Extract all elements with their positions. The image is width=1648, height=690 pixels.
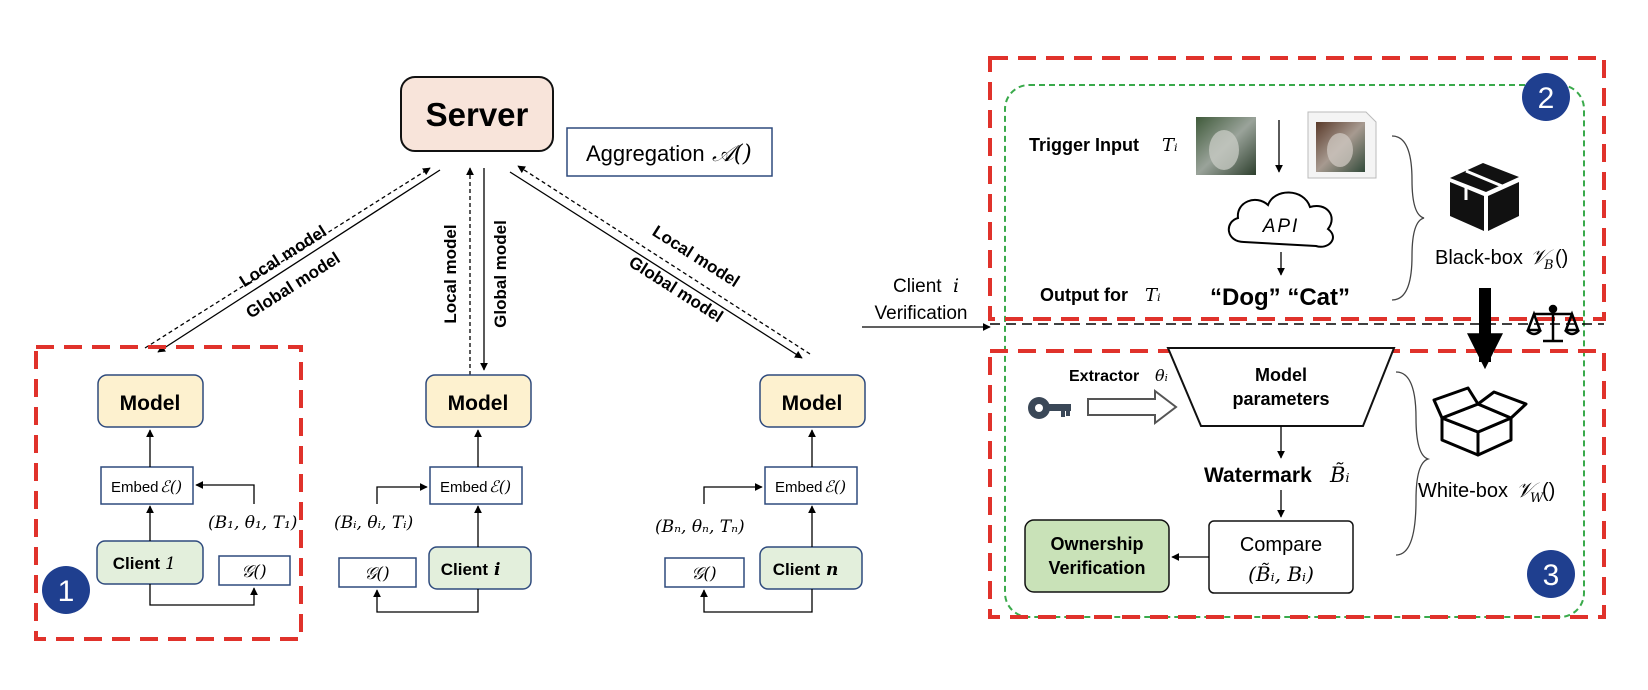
clientn-embed-label: Embed (775, 479, 823, 496)
whitebox-sub: W (1530, 491, 1545, 506)
client-verification-line1: Client (893, 276, 942, 297)
blackbox-brace (1391, 135, 1425, 301)
ownership-verification-box (1024, 519, 1170, 593)
clientn-gen-label: 𝒢() (691, 564, 716, 584)
client1-gen-label: 𝒢() (241, 562, 266, 582)
aggregation-label: Aggregation (586, 141, 705, 166)
model-params-line2: parameters (1232, 389, 1329, 409)
svg-text:3: 3 (1543, 559, 1560, 592)
clienti-embed-symbol: ℰ() (489, 477, 511, 496)
client1-red-region (34, 345, 303, 641)
client1-name: Client (113, 554, 161, 573)
client1-embed-label: Embed (111, 479, 159, 496)
server-client-links (144, 165, 811, 375)
aggregation-symbol: 𝒜() (712, 141, 752, 167)
whitebox-label: White-box (1418, 480, 1508, 502)
clientn-index: n (826, 560, 838, 580)
badge-1: 1 (42, 566, 90, 614)
client-1-group: Model Embed ℰ() Client 1 𝒢() (B₁, θ₁, T₁… (96, 374, 297, 606)
clienti-tuple: (Bᵢ, θᵢ, Tᵢ) (334, 513, 413, 533)
watermark-var: B̃ᵢ (1329, 463, 1350, 487)
whitebox-section: Extractor θᵢ Model parameters Watermark … (1024, 347, 1555, 594)
client1-gen-box (218, 555, 291, 586)
client-i-group: Model Embed ℰ() Client i 𝒢() (Bᵢ, θᵢ, Tᵢ… (334, 374, 532, 613)
svg-text:2: 2 (1538, 82, 1555, 115)
scale-icon (1526, 304, 1580, 343)
trigger-input-label: Trigger Input (1029, 135, 1139, 155)
outputs-label: “Dog” “Cat” (1210, 284, 1350, 311)
clienti-gen-box (338, 557, 417, 588)
svg-text:1: 1 (58, 575, 75, 608)
clienti-box (428, 546, 532, 590)
clientn-box (759, 546, 863, 590)
blackbox-red-region (988, 56, 1606, 321)
output-for-label: Output for (1040, 285, 1128, 305)
clienti-index: i (494, 560, 500, 580)
client1-embed-symbol: ℰ() (160, 477, 182, 496)
clienti-embed-label: Embed (440, 479, 488, 496)
blackbox-paren: () (1555, 247, 1568, 269)
clientn-embed-symbol: ℰ() (824, 477, 846, 496)
api-label: API (1262, 216, 1300, 237)
clienti-embed-box (429, 466, 523, 505)
client-verification: Client i Verification (862, 275, 991, 331)
clientn-tuple: (Bₙ, θₙ, Tₙ) (655, 517, 745, 537)
key-icon (1028, 397, 1071, 419)
aggregation-box: Aggregation 𝒜() (566, 127, 773, 177)
client1-index: 1 (165, 554, 176, 574)
mid-local-model-label: Local model (441, 224, 460, 323)
server-label: Server (426, 96, 529, 133)
clienti-model-box (425, 374, 532, 428)
mid-global-model-label: Global model (491, 220, 510, 328)
client1-tuple: (B₁, θ₁, T₁) (208, 513, 297, 533)
server-node: Server (400, 76, 554, 152)
client1-embed-box (100, 466, 194, 505)
clientn-model-label: Model (782, 392, 843, 415)
whitebox-red-region (988, 349, 1606, 619)
compare-line2: (B̃ᵢ, Bᵢ) (1248, 562, 1314, 586)
badge-2: 2 (1522, 73, 1570, 121)
clienti-name: Client (441, 560, 489, 579)
badge-3: 3 (1527, 550, 1575, 598)
clienti-model-label: Model (448, 392, 509, 415)
clientn-gen-box (664, 557, 745, 588)
api-cloud-icon (1228, 191, 1334, 248)
client1-model-box (97, 374, 204, 428)
extractor-var: θᵢ (1155, 366, 1168, 385)
whitebox-brace (1395, 371, 1431, 556)
client-verification-var: i (953, 275, 959, 297)
clienti-gen-label: 𝒢() (364, 564, 389, 584)
model-params-line1: Model (1255, 365, 1307, 385)
blackbox-sub: B (1543, 258, 1554, 273)
client-verification-line2: Verification (875, 303, 968, 324)
ownership-line2: Verification (1048, 558, 1145, 578)
ownership-line1: Ownership (1050, 534, 1143, 554)
extractor-arrow (1087, 388, 1178, 426)
clientn-embed-box (764, 466, 858, 505)
clientn-name: Client (773, 560, 821, 579)
blackbox-section: Trigger Input Tᵢ API Output for Tᵢ “Dog”… (1029, 111, 1568, 311)
clientn-model-box (759, 374, 866, 428)
black-box-icon (1450, 163, 1519, 231)
client-n-group: Model Embed ℰ() Client n 𝒢() (Bₙ, θₙ, Tₙ… (655, 374, 866, 613)
blackbox-label: Black-box (1435, 247, 1523, 269)
model-parameters-box (1166, 347, 1396, 427)
watermark-label: Watermark (1204, 464, 1312, 487)
extractor-label: Extractor (1069, 368, 1139, 385)
trigger-input-var: Tᵢ (1162, 135, 1178, 156)
compare-line1: Compare (1240, 534, 1322, 556)
output-for-var: Tᵢ (1145, 285, 1161, 306)
open-box-icon (1432, 386, 1528, 457)
client1-model-label: Model (120, 392, 181, 415)
whitebox-paren: () (1542, 480, 1555, 502)
